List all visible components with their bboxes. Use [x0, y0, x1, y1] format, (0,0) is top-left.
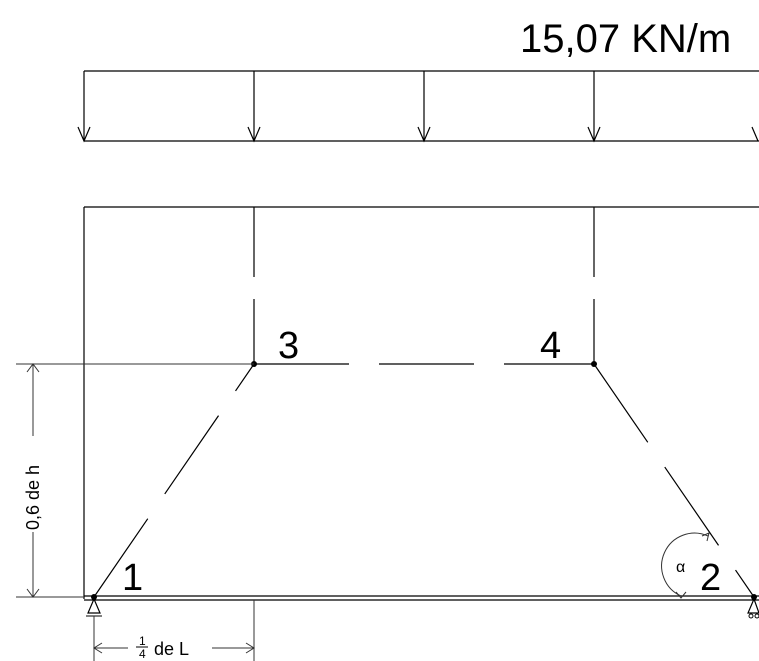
- angle-arrow-head: [675, 591, 687, 599]
- angle-indicator: α: [661, 532, 710, 599]
- dim-arrow-bottom: [26, 588, 40, 598]
- beam-outline: [83, 206, 759, 601]
- dim-label-backing: [22, 436, 44, 532]
- load-arrow-head: [751, 126, 759, 142]
- angle-arrow-head: [701, 532, 710, 542]
- dim-arrow-top: [26, 363, 40, 373]
- strut-1-3: [93, 363, 255, 598]
- load-arrow-head: [587, 126, 601, 143]
- load-label: 15,07 KN/m: [520, 17, 731, 61]
- node-3-label: 3: [278, 325, 299, 367]
- span-fraction-denominator: 4: [139, 647, 146, 661]
- distributed-load: [77, 70, 759, 143]
- angle-symbol: α: [676, 559, 685, 576]
- height-dimension-label: 0,6 de h: [23, 465, 43, 530]
- load-arrow-head: [417, 126, 431, 143]
- node-1-label: 1: [122, 557, 143, 599]
- node-2-label: 2: [700, 557, 721, 599]
- pin-support-icon: [86, 597, 102, 617]
- load-arrow-head: [77, 126, 91, 143]
- node-2-point: [751, 594, 757, 600]
- strut-4-2: [593, 363, 755, 598]
- roller-support-icon: [747, 597, 759, 619]
- node-1-point: [91, 594, 97, 600]
- height-dimension: 0,6 de h: [16, 363, 254, 598]
- span-dimension-label: de L: [154, 639, 189, 659]
- node-4-label: 4: [540, 325, 561, 367]
- span-fraction-numerator: 1: [139, 634, 146, 648]
- dim-arrow-right: [245, 642, 255, 654]
- load-arrow-head: [247, 126, 261, 143]
- span-dimension: 1 4 de L: [93, 600, 255, 661]
- dim-arrow-left: [93, 642, 103, 654]
- angle-arc: [661, 532, 709, 597]
- node-4-point: [591, 361, 597, 367]
